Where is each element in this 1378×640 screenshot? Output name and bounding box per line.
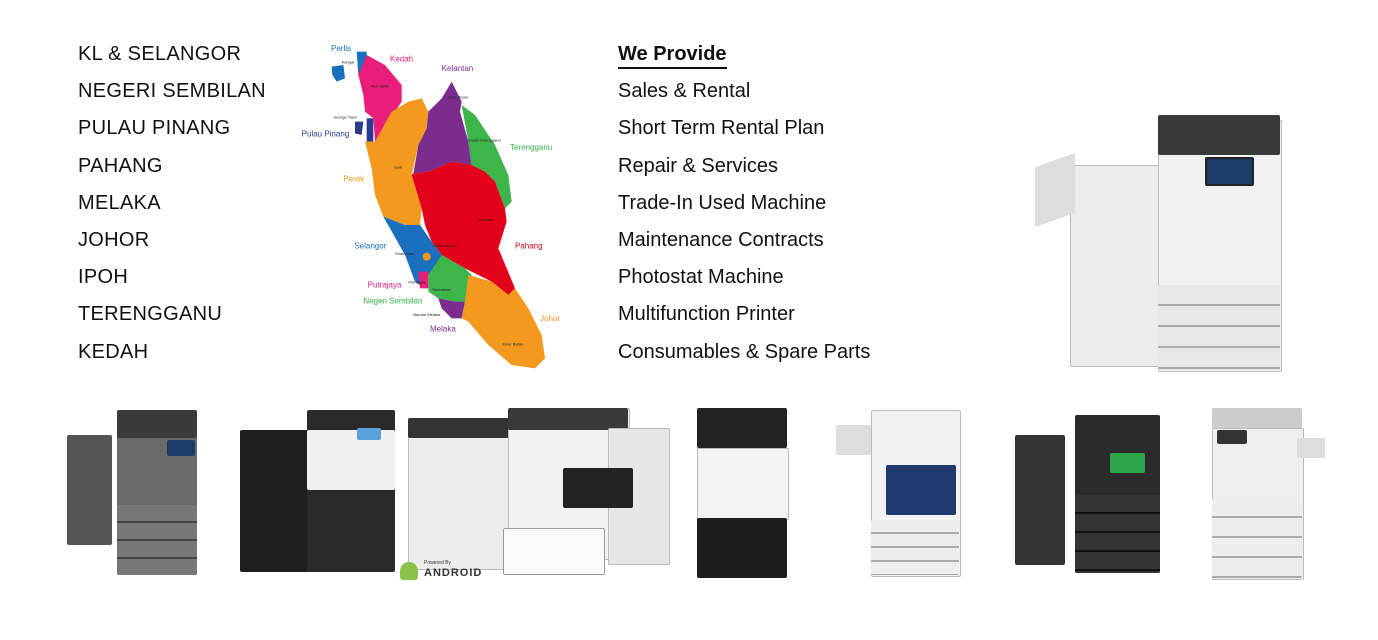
label-melaka: Melaka xyxy=(430,325,456,334)
services-heading-text: We Provide xyxy=(618,43,727,69)
printer-image-5 xyxy=(836,410,961,578)
city-george-town: George Town xyxy=(333,114,357,119)
state-terengganu xyxy=(461,105,512,209)
city-alor-setar: Alor Setar xyxy=(371,83,389,88)
label-kelantan: Kelantan xyxy=(442,64,474,73)
services-heading: We Provide xyxy=(618,42,870,79)
city-ipoh: Ipoh xyxy=(394,164,402,169)
state-pulau-pinang-island xyxy=(355,121,364,135)
service-item: Trade-In Used Machine xyxy=(618,191,827,214)
service-item: Repair & Services xyxy=(618,154,779,177)
state-melaka xyxy=(438,298,465,319)
printer-image-6 xyxy=(1015,415,1162,575)
city-kuala-terengganu: Kuala Terengganu xyxy=(468,138,500,143)
state-johor xyxy=(461,275,545,369)
state-selangor xyxy=(383,216,442,289)
region-item: TERENGGANU xyxy=(78,303,223,326)
label-johor: Johor xyxy=(540,314,560,323)
label-putrajaya: Putrajaya xyxy=(368,281,402,290)
state-perak xyxy=(365,98,429,225)
territory-putrajaya xyxy=(418,271,429,289)
service-item: Short Term Rental Plan xyxy=(618,117,825,140)
service-item: Consumables & Spare Parts xyxy=(618,340,871,363)
state-pahang xyxy=(411,161,515,295)
android-powered-by: Powered By xyxy=(424,560,451,566)
city-bandar-melaka: Bandar Melaka xyxy=(413,312,441,317)
state-negeri-sembilan xyxy=(428,255,472,302)
city-shah-alam: Shah Alam xyxy=(395,251,415,256)
printer-image-large xyxy=(1030,115,1285,380)
city-kangar: Kangar xyxy=(342,59,356,64)
printer-image-1 xyxy=(42,410,202,578)
malaysia-map: Perlis Kedah Kelantan Pulau Pinang Teren… xyxy=(302,44,560,369)
label-perlis: Perlis xyxy=(331,44,351,53)
label-pulau-pinang: Pulau Pinang xyxy=(302,130,350,139)
service-item: Photostat Machine xyxy=(618,266,784,289)
region-item: KEDAH xyxy=(78,340,149,363)
state-perlis-island xyxy=(331,65,345,82)
label-kedah: Kedah xyxy=(390,55,413,64)
city-seremban: Seremban xyxy=(432,287,450,292)
city-kuantan: Kuantan xyxy=(478,217,493,222)
region-item: NEGERI SEMBILAN xyxy=(78,80,266,103)
printer-image-2 xyxy=(212,410,397,575)
region-item: PULAU PINANG xyxy=(78,117,231,140)
service-item: Multifunction Printer xyxy=(618,303,795,326)
android-badge: Powered By ANDROID xyxy=(400,560,490,582)
android-brand: ANDROID xyxy=(424,567,483,579)
state-pulau-pinang xyxy=(366,118,374,142)
region-item: KL & SELANGOR xyxy=(78,43,242,65)
services-list: We Provide Sales & Rental Short Term Ren… xyxy=(618,42,870,377)
city-kuala-lumpur: Kuala Lumpur xyxy=(432,243,458,248)
printer-image-7 xyxy=(1207,408,1327,580)
city-johor-bahru: Johor Bahru xyxy=(502,342,524,347)
territory-kuala-lumpur xyxy=(422,252,431,261)
label-selangor: Selangor xyxy=(354,241,386,250)
label-negeri-sembilan: Negeri Sembilan xyxy=(363,296,422,305)
label-terengganu: Terengganu xyxy=(510,143,552,152)
label-perak: Perak xyxy=(343,175,365,184)
region-item: JOHOR xyxy=(78,228,150,251)
printer-image-3 xyxy=(408,408,670,578)
region-item: PAHANG xyxy=(78,154,163,177)
printer-image-4 xyxy=(697,408,789,580)
region-item: MELAKA xyxy=(78,191,161,214)
service-item: Maintenance Contracts xyxy=(618,228,824,251)
city-kota-bharu: Kota Bharu xyxy=(448,94,468,99)
region-item: IPOH xyxy=(78,266,129,289)
city-putrajaya: Putrajaya xyxy=(408,279,426,284)
android-robot-icon xyxy=(400,562,418,580)
service-item: Sales & Rental xyxy=(618,80,751,103)
state-kelantan xyxy=(413,81,472,174)
label-pahang: Pahang xyxy=(515,241,543,250)
region-list: KL & SELANGOR NEGERI SEMBILAN PULAU PINA… xyxy=(78,42,266,377)
